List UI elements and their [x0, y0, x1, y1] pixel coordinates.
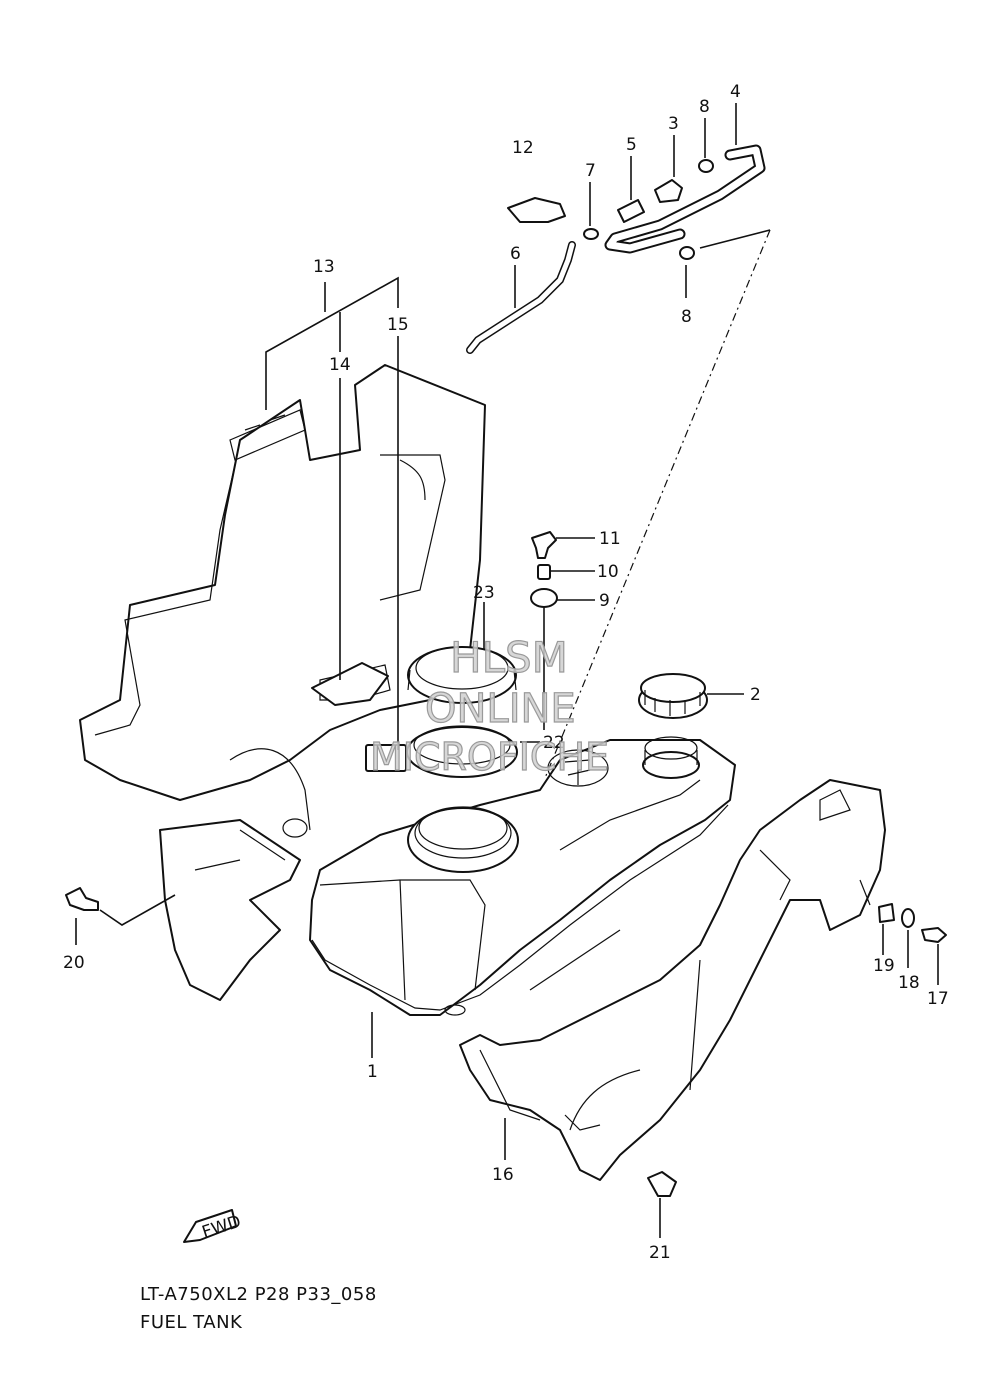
- right-side-cover: [459, 779, 886, 1181]
- diagram-title: FUEL TANK: [140, 1312, 243, 1333]
- callout-19: 19: [873, 956, 895, 976]
- callout-5: 5: [626, 135, 637, 155]
- collar-10: [537, 564, 551, 580]
- callout-1: 1: [367, 1062, 378, 1082]
- fitting-3: [654, 179, 683, 203]
- callout-15: 15: [387, 315, 409, 335]
- lock-ring: [407, 646, 517, 704]
- watermark-line-1: HLSM: [450, 633, 568, 682]
- fwd-arrow-icon: FWD: [183, 1209, 244, 1243]
- check-valve-5: [617, 199, 645, 223]
- callout-7: 7: [585, 161, 596, 181]
- washer-18: [901, 908, 915, 928]
- bolt-17: [921, 927, 947, 943]
- callout-labels: 1 2 3 4 5 6 7 8 8 9 10 11 12 13 14 15 16…: [63, 82, 949, 1263]
- collar-19: [878, 903, 895, 923]
- grommet-9: [530, 588, 558, 608]
- callout-12: 12: [512, 138, 534, 158]
- fuel-tank: [309, 736, 736, 1016]
- callout-8-upper: 8: [699, 97, 710, 117]
- callout-23: 23: [473, 583, 495, 603]
- callout-3: 3: [668, 114, 679, 134]
- callout-14: 14: [329, 355, 351, 375]
- gasket-seal: [406, 725, 518, 778]
- fuel-cap: [638, 673, 708, 719]
- callout-18: 18: [898, 973, 920, 993]
- svg-text:FWD: FWD: [200, 1212, 244, 1243]
- callout-9: 9: [599, 591, 610, 611]
- pad-15: [365, 744, 407, 772]
- bolt-20: [65, 887, 99, 911]
- pad-14: [311, 662, 389, 706]
- watermark: HLSM ONLINE MICROFICHE: [369, 632, 609, 779]
- callout-4: 4: [730, 82, 741, 102]
- bolt-11: [531, 531, 557, 559]
- callout-21: 21: [649, 1243, 671, 1263]
- hose-clamp-8-upper: [698, 159, 714, 173]
- callout-11: 11: [599, 529, 621, 549]
- callout-22: 22: [543, 733, 565, 753]
- model-code: LT-A750XL2 P28 P33_058: [140, 1284, 377, 1305]
- callout-6: 6: [510, 244, 521, 264]
- left-side-cover: [79, 364, 486, 1001]
- watermark-line-3: MICROFICHE: [370, 735, 609, 779]
- watermark-line-2: ONLINE: [425, 686, 576, 732]
- callout-10: 10: [597, 562, 619, 582]
- callout-2: 2: [750, 685, 761, 705]
- hose-clamp-7: [583, 228, 599, 240]
- callout-17: 17: [927, 989, 949, 1009]
- callout-13: 13: [313, 257, 335, 277]
- callout-8-lower: 8: [681, 307, 692, 327]
- callout-20: 20: [63, 953, 85, 973]
- callout-16: 16: [492, 1165, 514, 1185]
- hose-clamp-8-lower: [679, 246, 695, 260]
- clamp-part: [507, 197, 566, 223]
- leader-lines: [75, 103, 939, 1238]
- clip-21: [647, 1171, 677, 1197]
